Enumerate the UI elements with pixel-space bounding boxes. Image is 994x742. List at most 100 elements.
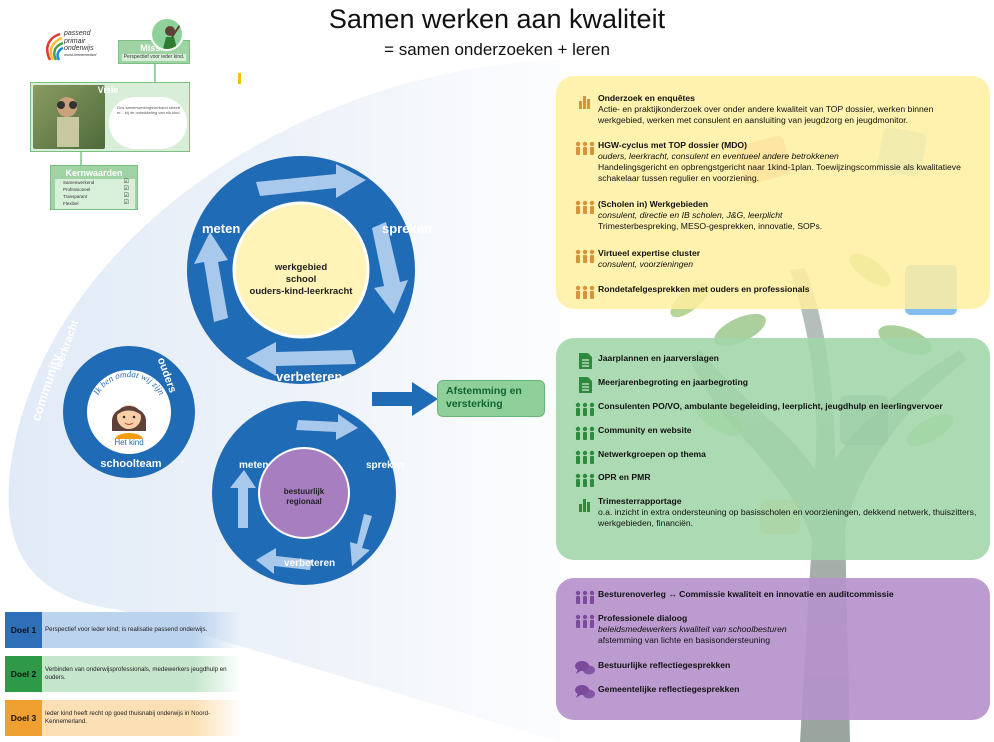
goal-label: Doel 1 <box>5 612 42 648</box>
verantwoording-item-title: Consulenten PO/VO, ambulante begeleiding… <box>598 401 943 411</box>
kid-face-icon <box>112 405 146 439</box>
verantwoording-item: Community en website <box>598 425 978 436</box>
upper-center-text: werkgebied school ouders-kind-leerkracht <box>246 262 356 298</box>
document-icon <box>574 353 596 369</box>
lower-cycle <box>212 401 396 585</box>
lower-center-line-1: bestuurlijk <box>283 487 325 496</box>
onderzoek-item-title: HGW-cyclus met TOP dossier (MDO) <box>598 140 747 150</box>
verantwoording-item-title: Trimesterrapportage <box>598 496 682 506</box>
lower-center-text: bestuurlijk regionaal <box>274 487 334 507</box>
logo-line-1: passend <box>64 30 91 37</box>
bestuurlijk-item-title: Gemeentelijke reflectiegesprekken <box>598 684 740 694</box>
afstemming-arrow <box>372 382 438 416</box>
verantwoording-item-title: Jaarplannen en jaarverslagen <box>598 353 719 363</box>
lower-cycle-arrows <box>230 414 372 574</box>
goal-label: Doel 2 <box>5 656 42 692</box>
onderzoek-item-participants: consulent, directie en IB scholen, J&G, … <box>598 210 783 220</box>
kernwaarden-heading: Kernwaarden <box>65 168 123 178</box>
bestuurlijk-item-title: Professionele dialoog <box>598 613 688 623</box>
kernwaarde-label: Transparant <box>63 194 88 199</box>
panel-verantwoording <box>556 338 990 560</box>
logo-line-3: onderwijs <box>64 45 94 52</box>
upper-center-line-3: ouders-kind-leerkracht <box>249 286 353 297</box>
page-title: Samen werken aan kwaliteit <box>328 4 666 34</box>
upper-cycle-arrows <box>194 164 408 376</box>
bestuurlijk-item-title: Bestuurlijke reflectiegesprekken <box>598 660 731 670</box>
bestuurlijk-item: Bestuurlijke reflectiegesprekken <box>598 660 978 671</box>
onderzoek-item-title: (Scholen in) Werkgebieden <box>598 199 709 209</box>
logo-small: noord-kennemerland <box>64 52 97 57</box>
panel-onderzoek <box>556 76 990 309</box>
kid-circle: Ik ben omdat wij zijn <box>63 346 195 478</box>
kernwaarde-label: Professioneel <box>63 187 91 192</box>
visie-bubble <box>109 97 187 149</box>
verantwoording-item: Meerjarenbegroting en jaarbegroting <box>598 377 978 388</box>
verantwoording-item: Netwerkgroepen op thema <box>598 449 978 460</box>
people-group-icon <box>574 401 596 416</box>
speech-bubbles-icon <box>574 684 596 699</box>
logo: passend primair onderwijs noord-kennemer… <box>42 28 117 68</box>
document-icon <box>574 377 596 393</box>
bestuurlijk-item: Besturenoverleg ↔ Commissie kwaliteit en… <box>598 589 978 600</box>
visie-heading: Visie <box>97 85 119 95</box>
people-group-icon <box>574 449 596 464</box>
goal-label: Doel 3 <box>5 700 42 736</box>
onderzoek-item-description: Trimesterbespreking, MESO-gesprekken, in… <box>598 221 823 231</box>
upper-center-line-1: werkgebied <box>274 262 328 273</box>
upper-meten-label: meten <box>202 221 241 236</box>
verantwoording-item: Jaarplannen en jaarverslagen <box>598 353 978 364</box>
visie-photo <box>33 85 105 149</box>
check-icon: ☑ <box>123 186 129 192</box>
check-icon: ☑ <box>123 193 129 199</box>
kernwaarde-label: Flexibel <box>63 201 79 206</box>
onderzoek-item-description: Handelingsgericht en opbrengstgericht na… <box>598 162 961 183</box>
onderzoek-item: Rondetafelgesprekken met ouders en profe… <box>598 284 978 295</box>
logo-mark-icon <box>46 32 64 61</box>
people-group-icon <box>574 284 596 299</box>
afstemming-box: Afstemming en versterking <box>437 380 545 417</box>
yellow-marker <box>238 73 241 84</box>
missie-text: Perspectief voor ieder kind. <box>122 54 186 61</box>
upper-cycle <box>187 156 415 384</box>
lower-verbeteren-label: verbeteren <box>284 558 336 569</box>
people-group-icon <box>574 425 596 440</box>
people-group-icon <box>574 613 596 628</box>
upper-center-line-2: school <box>285 274 317 285</box>
people-group-icon <box>574 472 596 487</box>
check-icon: ☑ <box>123 200 129 206</box>
kid-label: Het kind <box>114 438 144 447</box>
verantwoording-item-description: o.a. inzicht in extra ondersteuning op b… <box>598 507 977 528</box>
missie-heading: Missie <box>140 43 168 53</box>
goal-text: Perspectief voor ieder kind; is realisat… <box>45 626 208 633</box>
verantwoording-item-title: Community en website <box>598 425 692 435</box>
goal-text: Ieder kind heeft recht op goed thuisnabi… <box>45 710 211 725</box>
verantwoording-item: OPR en PMR <box>598 472 978 483</box>
kid-schoolteam-label: schoolteam <box>100 458 162 470</box>
lower-spreken-label: spreken <box>366 460 405 471</box>
verantwoording-item-title: OPR en PMR <box>598 472 651 482</box>
verantwoording-item-title: Meerjarenbegroting en jaarbegroting <box>598 377 748 387</box>
logo-line-2: primair <box>64 37 86 45</box>
bar-chart-icon <box>574 496 596 512</box>
kernwaarde-label: Samenwerkend <box>63 180 95 185</box>
panel-bestuurlijk <box>556 578 990 720</box>
onderzoek-item-title: Onderzoek en enquêtes <box>598 93 695 103</box>
bestuurlijk-item-title: Besturenoverleg ↔ Commissie kwaliteit en… <box>598 589 894 599</box>
onderzoek-item-participants: ouders, leerkracht, consulent en eventue… <box>598 151 839 161</box>
kernwaarde-item: Flexibel ☑ <box>63 200 129 207</box>
kernwaarden-box: Kernwaarden Samenwerkend ☑ Professioneel ☑ T… <box>50 165 138 210</box>
verantwoording-item: Consulenten PO/VO, ambulante begeleiding… <box>598 401 978 412</box>
people-group-icon <box>574 589 596 604</box>
people-group-icon <box>574 140 596 155</box>
upper-spreken-label: spreken <box>382 221 432 236</box>
bar-chart-icon <box>574 93 596 109</box>
lower-center-line-2: regionaal <box>286 497 322 506</box>
